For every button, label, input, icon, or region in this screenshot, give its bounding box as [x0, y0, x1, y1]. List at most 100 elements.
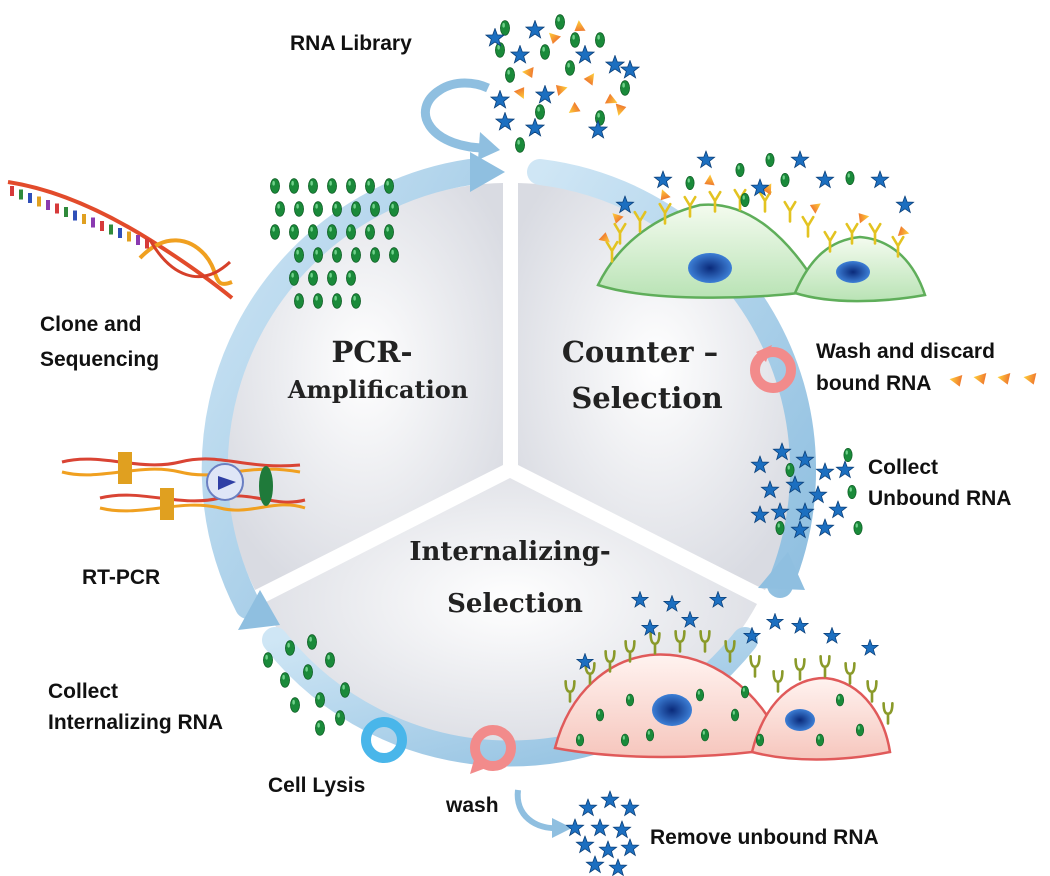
- green-oval-icon: [815, 733, 825, 747]
- green-oval-icon: [345, 270, 357, 286]
- label-collect-unbound-line1: Collect: [868, 456, 938, 479]
- green-oval-icon: [279, 672, 291, 688]
- label-clone-line1: Clone and: [40, 313, 142, 336]
- green-oval-icon: [835, 693, 845, 707]
- blue-star-icon: [591, 818, 609, 836]
- green-oval-icon: [695, 688, 705, 702]
- stage-internal-title: Internalizing-: [409, 537, 610, 567]
- arrow-heads: [238, 152, 805, 630]
- green-oval-icon: [289, 697, 301, 713]
- blue-star-icon: [510, 45, 530, 64]
- blue-star-icon: [490, 90, 510, 109]
- blue-star-icon: [605, 55, 625, 74]
- green-oval-icon: [312, 247, 324, 263]
- rt-pcr-icon: [61, 452, 306, 520]
- green-oval-icon: [853, 520, 863, 536]
- dna-base-icon: [73, 210, 77, 221]
- blue-star-icon: [791, 617, 809, 634]
- dna-base-icon: [100, 221, 104, 231]
- blue-star-icon: [816, 462, 834, 480]
- blue-star-icon: [601, 790, 619, 808]
- receptor-icon: [783, 200, 797, 223]
- green-oval-icon: [326, 178, 338, 194]
- receptor-icon: [844, 661, 856, 685]
- green-oval-icon: [306, 634, 318, 650]
- green-cell-1: [596, 203, 823, 299]
- green-oval-icon: [326, 224, 338, 240]
- cell-lysis-icon: [361, 717, 407, 763]
- label-rt-pcr: RT-PCR: [82, 566, 160, 589]
- orange-triangle-icon: [512, 84, 528, 99]
- green-oval-icon: [735, 162, 745, 178]
- green-oval-icon: [554, 14, 566, 30]
- stage-counter-title: Counter –: [562, 335, 718, 369]
- label-collect-internalizing-line2: Internalizing RNA: [48, 711, 223, 734]
- green-oval-icon: [274, 201, 286, 217]
- green-oval-icon: [383, 224, 395, 240]
- blue-star-icon: [896, 195, 914, 213]
- blue-star-icon: [791, 150, 809, 168]
- green-oval-icon: [388, 201, 400, 217]
- receptor-icon: [772, 669, 784, 693]
- receptor-icon: [794, 657, 806, 681]
- blue-star-icon: [836, 460, 854, 478]
- green-oval-icon: [855, 723, 865, 737]
- green-oval-icon: [364, 224, 376, 240]
- remove-arrowhead: [552, 818, 572, 838]
- label-wash-discard-line2: bound RNA: [816, 372, 931, 395]
- dna-base-icon: [19, 189, 23, 200]
- blue-star-icon: [613, 820, 631, 838]
- green-oval-icon: [730, 708, 740, 722]
- orange-triangle-icon: [568, 101, 582, 115]
- label-remove-unbound: Remove unbound RNA: [650, 826, 879, 849]
- green-oval-icon: [534, 104, 546, 120]
- orange-triangle-icon: [808, 201, 821, 215]
- green-oval-icon: [504, 67, 516, 83]
- blue-star-icon: [861, 639, 879, 656]
- blue-star-icon: [599, 840, 617, 858]
- blue-star-icon: [579, 798, 597, 816]
- dna-base-icon: [10, 186, 14, 196]
- green-oval-icon: [775, 520, 785, 536]
- removed-unbound-stars: [566, 790, 639, 876]
- dna-helix-icon: [7, 180, 234, 300]
- label-clone-line2: Sequencing: [40, 348, 159, 371]
- green-oval-icon: [740, 685, 750, 699]
- label-wash-discard-line1: Wash and discard: [816, 340, 995, 363]
- green-oval-icon: [843, 447, 853, 463]
- green-oval-icon: [569, 32, 581, 48]
- orange-triangle-icon: [1023, 369, 1041, 387]
- blue-star-icon: [829, 500, 847, 518]
- green-oval-icon: [307, 224, 319, 240]
- wash-icon: [470, 725, 516, 774]
- label-rna-library: RNA Library: [290, 32, 412, 55]
- dna-base-icon: [82, 214, 86, 224]
- blue-star-icon: [535, 85, 555, 104]
- green-oval-icon: [345, 178, 357, 194]
- green-oval-icon: [312, 201, 324, 217]
- blue-star-icon: [816, 518, 834, 536]
- green-oval-icon: [269, 224, 281, 240]
- blue-star-icon: [566, 818, 584, 836]
- nucleus-icon: [688, 253, 732, 283]
- green-oval-icon: [564, 60, 576, 76]
- green-oval-icon: [595, 708, 605, 722]
- orange-triangle-icon: [997, 369, 1015, 387]
- dna-base-icon: [145, 238, 149, 249]
- orange-triangle-icon: [551, 81, 568, 98]
- green-oval-icon: [350, 293, 362, 309]
- green-oval-icon: [326, 270, 338, 286]
- green-oval-icon: [755, 733, 765, 747]
- receptor-icon: [801, 215, 815, 238]
- blue-star-icon: [654, 170, 672, 188]
- green-oval-icon: [339, 682, 351, 698]
- rna-library-cluster: [485, 14, 640, 153]
- orange-triangle-icon: [583, 73, 597, 87]
- blue-star-icon: [586, 855, 604, 873]
- green-oval-icon: [499, 20, 511, 36]
- green-oval-icon: [845, 170, 855, 186]
- blue-star-icon: [823, 627, 841, 644]
- counter-selection-cells: [596, 203, 927, 303]
- green-oval-icon: [514, 137, 526, 153]
- green-oval-icon: [350, 201, 362, 217]
